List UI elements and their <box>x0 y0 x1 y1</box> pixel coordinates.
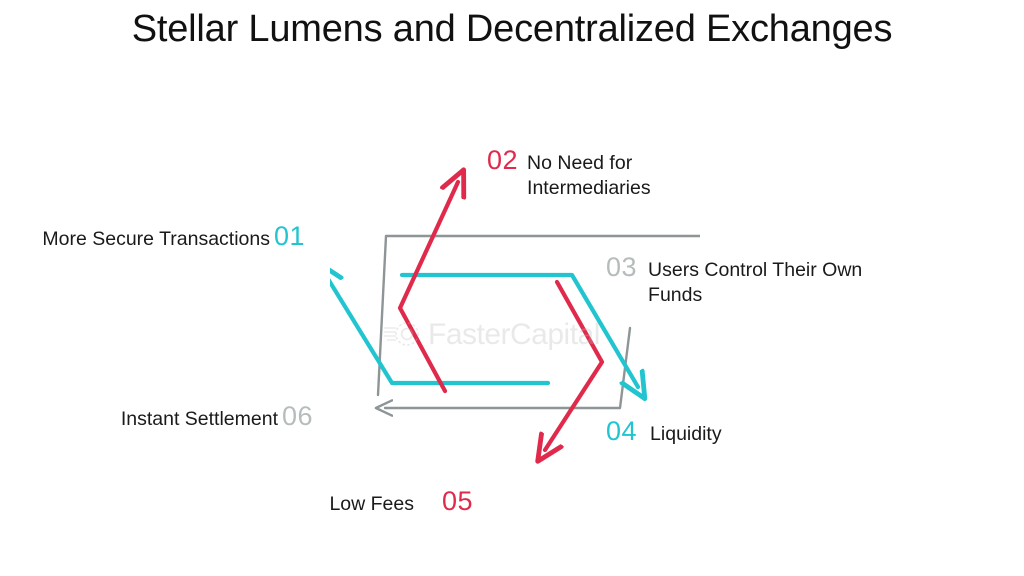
hexagon-cycle-diagram <box>330 140 700 490</box>
segment-label-06: Instant Settlement 06 <box>24 399 324 434</box>
segment-06-label: Instant Settlement <box>120 408 278 430</box>
segment-02-number: 02 <box>487 145 519 175</box>
segment-05-number: 05 <box>442 486 474 516</box>
segment-01-arrow <box>330 274 551 386</box>
segment-02-label: No Need for Intermediaries <box>527 152 651 199</box>
segment-label-01: More Secure Transactions 01 <box>24 219 324 254</box>
segment-05-arrow <box>545 279 605 450</box>
segment-03-number: 03 <box>606 252 638 282</box>
segment-05-label: Low Fees <box>329 493 414 515</box>
segment-06-number: 06 <box>282 401 314 431</box>
page-title: Stellar Lumens and Decentralized Exchang… <box>131 8 893 50</box>
segment-label-05: Low Fees 05 <box>170 484 480 519</box>
segment-03-arrow <box>376 234 700 397</box>
segment-04-number: 04 <box>606 416 638 446</box>
segment-label-02: 02 No Need for Intermediaries <box>487 143 687 201</box>
segment-02-arrow <box>397 182 458 394</box>
segment-04-label: Liquidity <box>650 423 722 445</box>
segment-04-arrow <box>399 272 638 387</box>
segment-01-number: 01 <box>274 221 306 251</box>
segment-label-03: 03 Users Control Their Own Funds <box>606 250 896 308</box>
segment-01-label: More Secure Transactions <box>42 228 270 250</box>
segment-06-arrow <box>385 326 632 408</box>
segment-label-04: 04 Liquidity <box>606 414 826 449</box>
segment-03-label: Users Control Their Own Funds <box>648 259 863 306</box>
